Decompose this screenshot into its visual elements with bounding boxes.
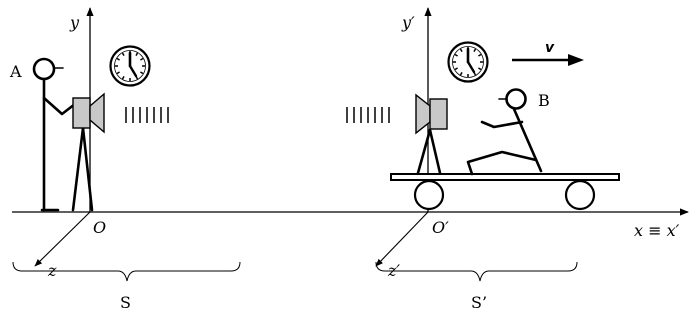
frame-s-brace xyxy=(12,261,241,282)
cart-icon xyxy=(390,173,620,211)
z-prime-axis xyxy=(375,211,429,267)
clock-b-icon xyxy=(447,41,489,83)
light-pulse-a-icon xyxy=(125,107,169,123)
velocity-arrow xyxy=(512,54,584,66)
observer-a-label: A xyxy=(9,62,22,81)
frame-s-prime-label: S’ xyxy=(471,293,487,312)
z-prime-axis-label: z′ xyxy=(387,261,400,280)
x-axis-label: x ≡ x′ xyxy=(634,221,680,240)
frame-s-prime-brace xyxy=(375,261,578,282)
camera-b-icon xyxy=(415,93,448,175)
origin-label: O xyxy=(93,218,106,237)
y-axis-label: y xyxy=(69,13,80,32)
camera-a-icon xyxy=(71,92,105,212)
z-axis xyxy=(34,211,91,267)
observer-b-figure xyxy=(466,88,543,176)
z-axis-label: z xyxy=(47,261,57,280)
observer-b-label: B xyxy=(538,91,550,110)
observer-a-figure xyxy=(32,57,77,212)
velocity-label: v xyxy=(545,40,555,56)
origin-prime-label: O′ xyxy=(432,218,449,237)
y-prime-axis-label: y′ xyxy=(401,13,415,32)
clock-a-icon xyxy=(109,45,151,87)
frame-s-label: S xyxy=(120,293,131,312)
light-pulse-b-icon xyxy=(346,107,390,123)
